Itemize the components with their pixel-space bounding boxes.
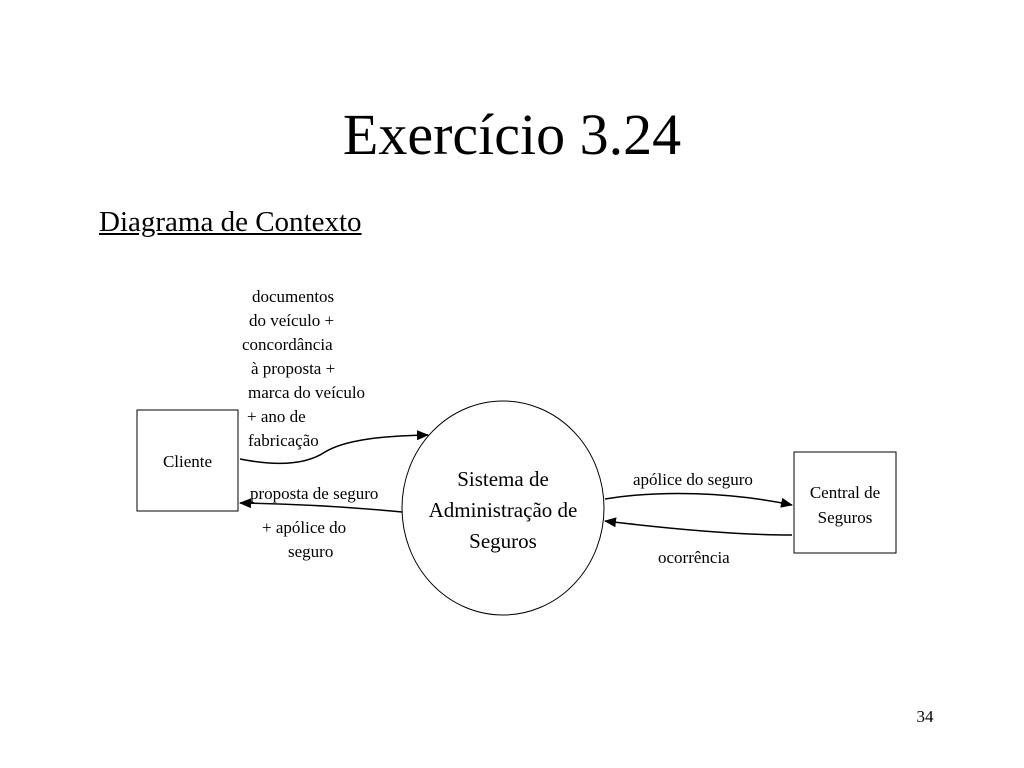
flow-documentos-line6: + ano de (247, 407, 306, 426)
process-label-line3: Seguros (469, 529, 537, 553)
flow-apolice-label: apólice do seguro (633, 470, 753, 489)
process-label-line2: Administração de (429, 498, 578, 522)
flow-documentos-line5: marca do veículo (248, 383, 365, 402)
flow-documentos-line1: documentos (252, 287, 334, 306)
process-label-line1: Sistema de (457, 467, 549, 491)
flow-proposta-line3: seguro (288, 542, 333, 561)
entity-cliente-box (136, 409, 239, 512)
flow-proposta-line1: proposta de seguro (250, 484, 378, 503)
flow-documentos-line2: do veículo + (249, 311, 334, 330)
slide-title: Exercício 3.24 (342, 102, 682, 167)
flow-proposta-line2: + apólice do (262, 518, 346, 537)
entity-central-label-line2: Seguros (818, 508, 873, 527)
entity-cliente-label: Cliente (163, 452, 212, 471)
entity-central-box (793, 451, 897, 554)
slide-subtitle: Diagrama de Contexto (99, 206, 362, 238)
flow-apolice-arrow (604, 492, 793, 508)
flow-ocorrencia-label: ocorrência (658, 548, 730, 567)
flow-documentos-line3: concordância (242, 335, 333, 354)
flow-documentos-line7: fabricação (248, 431, 319, 450)
flow-documentos-line4: à proposta + (251, 359, 335, 378)
flow-proposta-arrow (239, 498, 403, 513)
page-number: 34 (916, 707, 934, 726)
flow-documentos-arrow (239, 430, 429, 465)
process-circle (401, 400, 605, 616)
entity-central-label-line1: Central de (810, 483, 880, 502)
flow-ocorrencia-arrow (604, 517, 793, 536)
